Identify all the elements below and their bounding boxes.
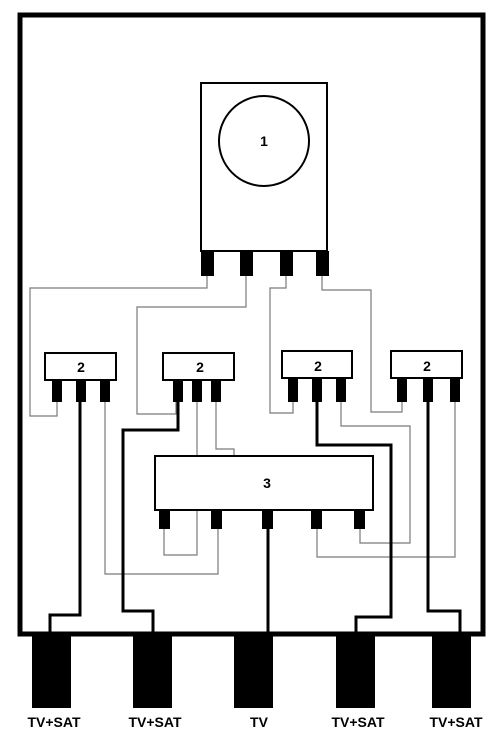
dish-unit-pin [316, 251, 329, 276]
splitter-body [44, 352, 117, 381]
splitter-body [162, 352, 235, 381]
dish-unit-circle [218, 95, 310, 187]
splitter-1: 2 [44, 352, 117, 402]
splitter-pin [423, 378, 433, 402]
dish-unit-pin [201, 251, 214, 276]
splitter-pin [312, 378, 322, 402]
splitter-label: 2 [314, 358, 322, 374]
splitter-pin [288, 378, 298, 402]
splitter-label: 2 [196, 359, 204, 375]
combiner-pin [354, 510, 365, 529]
splitter-pin [450, 378, 460, 402]
output-label: TV+SAT [331, 714, 384, 730]
thin-wires [29, 276, 456, 575]
output-connector [336, 634, 375, 708]
output-label: TV+SAT [27, 714, 80, 730]
dish-unit: 1 [200, 82, 329, 276]
thick-wires [48, 402, 462, 634]
splitter-pin [211, 380, 221, 402]
combiner-pin [211, 510, 222, 529]
combiner-body [154, 455, 374, 511]
combiner-pin [311, 510, 322, 529]
output-connector [432, 634, 471, 708]
output-label: TV [250, 714, 269, 730]
output-label: TV+SAT [429, 714, 482, 730]
dish-unit-pin [280, 251, 293, 276]
splitter-pin [76, 380, 86, 402]
splitter-4: 2 [390, 350, 463, 402]
dish-unit-pin [240, 251, 253, 276]
output-label: TV+SAT [128, 714, 181, 730]
output-connector [133, 634, 172, 708]
splitter-body [390, 350, 463, 379]
splitter-2: 2 [162, 352, 235, 402]
output-connectors [32, 634, 471, 708]
splitter-pin [397, 378, 407, 402]
combiner-pin [159, 510, 170, 529]
output-connector [32, 634, 71, 708]
combiner: 3 [154, 455, 374, 529]
splitter-pin [192, 380, 202, 402]
splitter-pin [100, 380, 110, 402]
splitter-label: 2 [423, 358, 431, 374]
combiner-pin [262, 510, 273, 529]
combiner-label: 3 [263, 475, 271, 491]
splitter-pin [173, 380, 183, 402]
output-connector [234, 634, 273, 708]
splitter-pin [336, 378, 346, 402]
splitter-pin [52, 380, 62, 402]
splitter-body [281, 350, 353, 379]
splitter-label: 2 [77, 359, 85, 375]
dish-unit-label: 1 [260, 133, 268, 149]
splitter-3: 2 [281, 350, 353, 402]
output-labels: TV+SAT TV+SAT TV TV+SAT TV+SAT [27, 714, 482, 730]
